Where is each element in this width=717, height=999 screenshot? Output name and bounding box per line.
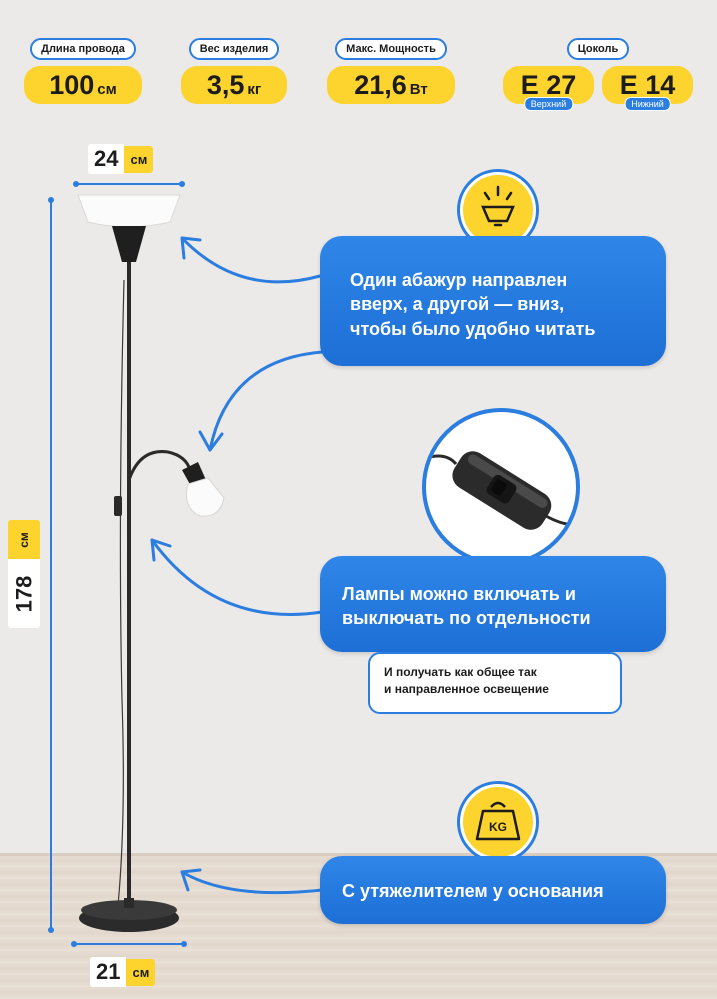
callout-switch-line1: Лампы можно включать и bbox=[342, 584, 576, 604]
socket-lower: E 14 Нижний bbox=[602, 66, 693, 111]
dim-top-width: 24 см bbox=[88, 144, 154, 174]
callout-shades-line3: чтобы было удобно читать bbox=[350, 318, 596, 339]
socket-upper-sub: Верхний bbox=[523, 97, 574, 111]
arrow-to-base bbox=[180, 870, 324, 895]
spec-power-label: Макс. Мощность bbox=[335, 38, 447, 60]
socket-upper: E 27 Верхний bbox=[503, 66, 594, 111]
callout-base-text: С утяжелителем у основания bbox=[342, 881, 604, 901]
switch-photo bbox=[422, 408, 580, 566]
socket-upper-value-box: E 27 bbox=[503, 66, 594, 104]
lamp-light-icon bbox=[481, 185, 515, 227]
spec-weight-unit: кг bbox=[247, 81, 262, 98]
switch-note-line2: и направленное освещение bbox=[384, 682, 549, 697]
kettlebell-weight-icon: KG bbox=[475, 801, 521, 841]
dim-base-width: 21 см bbox=[90, 957, 156, 987]
spec-power-unit: Вт bbox=[409, 81, 428, 98]
callout-switch-line2: выключать по отдельности bbox=[342, 608, 591, 629]
callout-shades: Один абажур направлен вверх, а другой — … bbox=[320, 236, 666, 366]
arrow-to-reading-lamp bbox=[208, 350, 324, 452]
inline-switch-icon bbox=[426, 451, 576, 530]
dim-top-unit: см bbox=[124, 145, 154, 173]
dim-height: см 178 bbox=[6, 520, 42, 628]
socket-upper-value: E 27 bbox=[520, 70, 577, 100]
socket-lower-value: E 14 bbox=[619, 70, 676, 100]
callout-base: С утяжелителем у основания bbox=[320, 856, 666, 924]
spec-weight-value: 3,5 bbox=[206, 70, 245, 100]
weight-icon-badge: KG bbox=[460, 784, 536, 860]
spec-socket: Цоколь E 27 Верхний E 14 Нижний bbox=[503, 38, 693, 111]
arrow-to-switch bbox=[150, 538, 324, 616]
dim-top-value: 24 bbox=[88, 144, 125, 174]
spec-cord-value: 100 bbox=[49, 70, 95, 100]
spec-socket-label: Цоколь bbox=[566, 38, 630, 60]
upper-socket bbox=[112, 226, 146, 262]
socket-lower-sub: Нижний bbox=[624, 97, 671, 111]
dim-base-unit: см bbox=[126, 958, 156, 986]
switch-note-line1: И получать как общее так bbox=[384, 665, 537, 679]
dim-base-value: 21 bbox=[90, 957, 127, 987]
upper-shade bbox=[77, 194, 181, 228]
arrow-to-upper-shade bbox=[180, 236, 322, 284]
callout-shades-line2: вверх, а другой — вниз, bbox=[350, 294, 565, 315]
spec-cord-label: Длина провода bbox=[30, 38, 136, 60]
switch-note: И получать как общее так и направленное … bbox=[368, 652, 622, 714]
spec-power-value: 21,6 bbox=[354, 70, 407, 100]
spec-cord-unit: см bbox=[97, 81, 117, 98]
callout-shades-line1: Один абажур направлен bbox=[350, 270, 568, 290]
floor-baseboard bbox=[0, 853, 717, 856]
spec-weight-label: Вес изделия bbox=[188, 38, 280, 60]
callout-switch: Лампы можно включать и выключать по отде… bbox=[320, 556, 666, 652]
dim-height-unit: см bbox=[17, 531, 31, 548]
weight-icon-text: KG bbox=[489, 820, 507, 834]
gooseneck-arm bbox=[127, 450, 192, 481]
dim-height-value: 178 bbox=[11, 575, 36, 612]
reading-shade bbox=[186, 477, 225, 517]
